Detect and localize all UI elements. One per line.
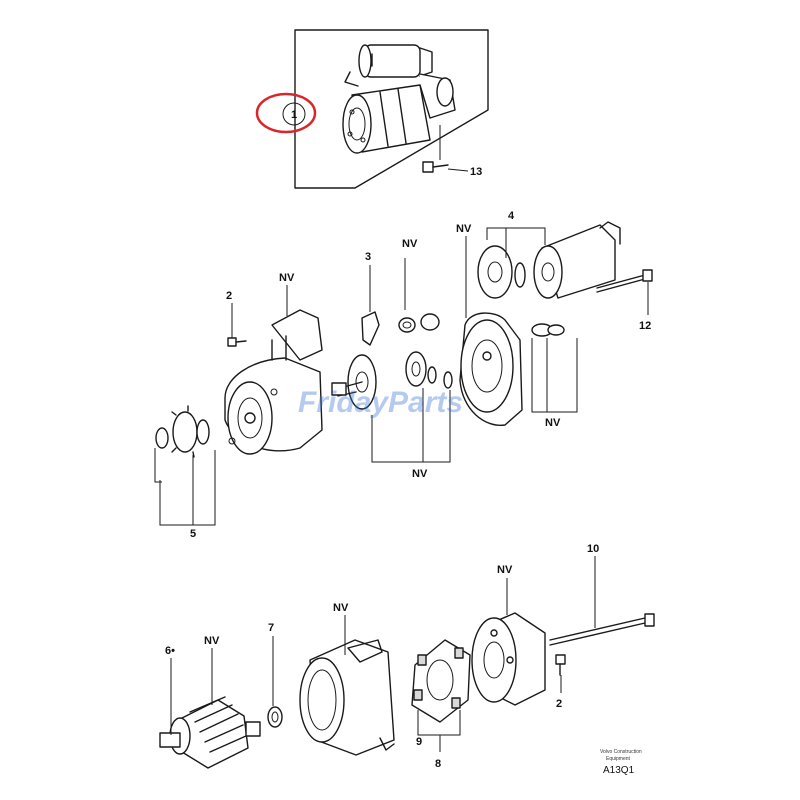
shift-lever: 3 <box>361 251 380 346</box>
nv-gears-label: NV <box>412 468 428 480</box>
stamp-line2: Equipment <box>606 756 631 762</box>
brush-holder <box>411 639 471 723</box>
end-cap <box>471 612 546 706</box>
bolt-2-top: 2 <box>226 290 247 347</box>
starter-assembly <box>342 44 456 173</box>
callout-3: 3 <box>365 251 371 263</box>
armature <box>159 696 261 769</box>
highlight-circle <box>255 92 317 134</box>
stamp-line1: Volvo Construction <box>600 749 642 755</box>
drive-housing <box>224 309 323 455</box>
callout-1: 1 <box>291 109 297 121</box>
stamp-code: A13Q1 <box>603 765 635 776</box>
through-bolt-10: 10 <box>549 543 655 646</box>
washer-7 <box>267 706 283 728</box>
washers <box>531 323 565 337</box>
planet-gears <box>405 351 453 389</box>
nv-plate-label: NV <box>456 223 472 235</box>
callout-10: 10 <box>587 543 599 555</box>
callout-4: 4 <box>508 210 515 222</box>
yoke-housing <box>299 639 395 756</box>
planet-carrier <box>331 354 377 410</box>
callout-12: 12 <box>639 320 651 332</box>
callout-6: 6• <box>165 645 175 657</box>
pinion-gear <box>155 405 210 458</box>
screw-2-bottom: 2 <box>555 654 566 710</box>
nv-endcap-label: NV <box>497 564 513 576</box>
nv-springs-label: NV <box>402 238 418 250</box>
nv-yoke-label: NV <box>333 602 349 614</box>
callout-2-top: 2 <box>226 290 232 302</box>
callout-5: 5 <box>190 528 196 540</box>
callout-2-bottom: 2 <box>556 698 562 710</box>
callout-1-marker: 1 <box>255 92 317 134</box>
springs <box>398 313 440 333</box>
assembly-box <box>294 29 489 189</box>
callout-8: 8 <box>435 758 441 770</box>
nv-washers-label: NV <box>545 417 561 429</box>
callout-7: 7 <box>268 622 274 634</box>
through-bolt-12: 12 <box>596 269 653 332</box>
callout-9: 9 <box>416 736 422 748</box>
callout-13: 13 <box>470 166 482 178</box>
diagram-stamp: Volvo Construction Equipment A13Q1 <box>600 749 642 776</box>
solenoid <box>477 221 621 299</box>
ring-gear-plate <box>459 312 523 426</box>
watermark: FridayParts <box>298 386 463 419</box>
nv-housing-label: NV <box>279 272 295 284</box>
nv-armature-label: NV <box>204 635 220 647</box>
